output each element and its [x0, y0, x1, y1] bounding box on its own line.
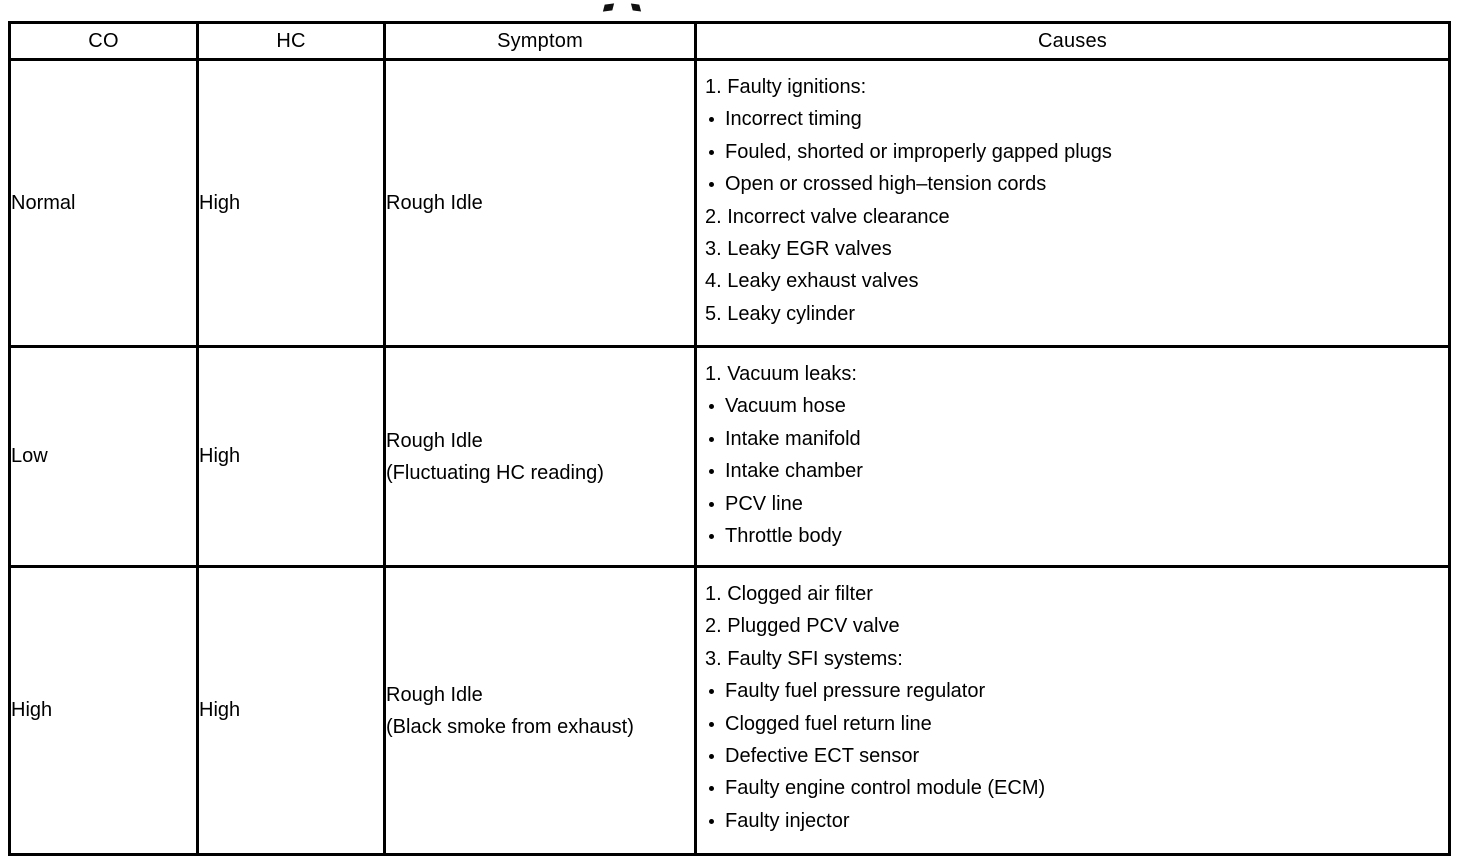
column-header-co: CO: [8, 21, 199, 61]
cell-co: Low: [8, 345, 199, 568]
cause-item: Incorrect timing: [705, 103, 1448, 135]
cause-item: Faulty fuel pressure regulator: [705, 675, 1448, 707]
symptom-line: Rough Idle: [386, 429, 483, 452]
cause-item: 3. Leaky EGR valves: [705, 238, 892, 261]
cell-co: Normal: [8, 58, 199, 348]
cell-hc: High: [196, 565, 386, 856]
cell-hc: High: [196, 58, 386, 348]
cause-item: 5. Leaky cylinder: [705, 302, 856, 325]
table-body: Normal High Rough Idle 1. Faulty ignitio…: [8, 58, 1451, 856]
symptom-line: Rough Idle: [386, 192, 483, 214]
cause-item: Fouled, shorted or improperly gapped plu…: [705, 136, 1448, 168]
column-header-hc: HC: [196, 21, 386, 61]
cause-item: 4. Leaky exhaust valves: [705, 270, 919, 293]
symptom-line: Rough Idle: [386, 683, 483, 706]
column-header-symptom: Symptom: [383, 21, 697, 61]
table-row: Normal High Rough Idle 1. Faulty ignitio…: [8, 58, 1451, 348]
cause-item: Faulty engine control module (ECM): [705, 772, 1448, 804]
cell-causes: 1. Faulty ignitions: Incorrect timing Fo…: [694, 58, 1451, 348]
cause-item: 1. Clogged air filter: [705, 583, 873, 605]
cause-item: Intake manifold: [705, 423, 1448, 455]
cause-item: 1. Faulty ignitions:: [705, 76, 867, 98]
cause-item: Clogged fuel return line: [705, 708, 1448, 740]
table-header-row: CO HC Symptom Causes: [8, 21, 1451, 61]
table-row: Low High Rough Idle (Fluctuating HC read…: [8, 345, 1451, 568]
cause-item: 3. Faulty SFI systems:: [705, 647, 903, 670]
causes-list: 1. Vacuum leaks: Vacuum hose Intake mani…: [697, 358, 1448, 552]
cause-item: 2. Plugged PCV valve: [705, 615, 900, 638]
cell-causes: 1. Clogged air filter 2. Plugged PCV val…: [694, 565, 1451, 856]
cause-item: Open or crossed high–tension cords: [705, 168, 1448, 200]
cause-item: 1. Vacuum leaks:: [705, 363, 857, 385]
cell-co: High: [8, 565, 199, 856]
cell-symptom: Rough Idle (Black smoke from exhaust): [383, 565, 697, 856]
scan-speck-left-icon: [602, 3, 615, 12]
diagnostic-table: CO HC Symptom Causes Normal High Rough I…: [8, 21, 1451, 856]
cause-item: Throttle body: [705, 520, 1448, 552]
table-header: CO HC Symptom Causes: [8, 21, 1451, 61]
causes-list: 1. Clogged air filter 2. Plugged PCV val…: [697, 578, 1448, 837]
page-canvas: CO HC Symptom Causes Normal High Rough I…: [8, 3, 1451, 856]
cause-item: Faulty injector: [705, 805, 1448, 837]
cell-symptom: Rough Idle (Fluctuating HC reading): [383, 345, 697, 568]
table-row: High High Rough Idle (Black smoke from e…: [8, 565, 1451, 856]
column-header-causes: Causes: [694, 21, 1451, 61]
cause-item: Defective ECT sensor: [705, 740, 1448, 772]
cause-item: Intake chamber: [705, 455, 1448, 487]
symptom-note: (Fluctuating HC reading): [386, 461, 604, 484]
cell-hc: High: [196, 345, 386, 568]
cause-item: Vacuum hose: [705, 390, 1448, 422]
causes-list: 1. Faulty ignitions: Incorrect timing Fo…: [697, 71, 1448, 330]
cause-item: PCV line: [705, 488, 1448, 520]
symptom-note: (Black smoke from exhaust): [386, 715, 634, 738]
cell-symptom: Rough Idle: [383, 58, 697, 348]
scan-speck-right-icon: [630, 3, 642, 12]
cause-item: 2. Incorrect valve clearance: [705, 205, 950, 228]
cell-causes: 1. Vacuum leaks: Vacuum hose Intake mani…: [694, 345, 1451, 568]
